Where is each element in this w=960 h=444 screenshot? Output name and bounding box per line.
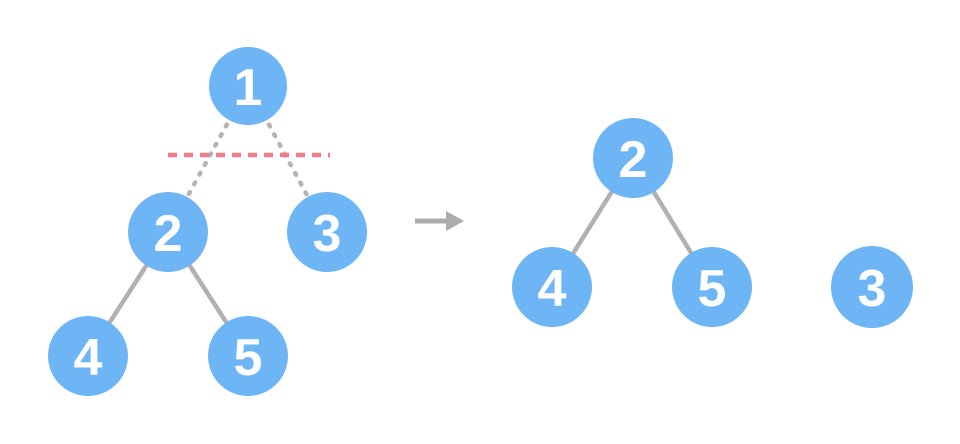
tree-node-circle-before-4	[48, 316, 128, 396]
transform-arrow-head	[446, 211, 464, 231]
tree-node-label-after-5: 5	[698, 260, 727, 318]
tree-node-circle-before-1	[209, 47, 287, 125]
tree-node-label-after-3: 3	[858, 260, 887, 318]
tree-node-circle-before-5	[208, 316, 288, 396]
tree-node-circle-after-3	[831, 246, 913, 328]
tree-node-circle-before-2	[128, 192, 208, 272]
tree-node-circle-after-2	[593, 118, 673, 198]
tree-node-circle-after-4	[512, 247, 592, 327]
tree-node-label-before-2: 2	[154, 205, 183, 263]
tree-node-label-before-5: 5	[234, 329, 263, 387]
tree-node-circle-after-5	[672, 247, 752, 327]
tree-node-label-before-1: 1	[234, 59, 263, 117]
tree-node-label-after-4: 4	[538, 260, 567, 318]
tree-node-label-after-2: 2	[619, 131, 648, 189]
tree-node-circle-before-3	[287, 192, 367, 272]
tree-node-label-before-3: 3	[313, 205, 342, 263]
tree-node-label-before-4: 4	[74, 329, 103, 387]
